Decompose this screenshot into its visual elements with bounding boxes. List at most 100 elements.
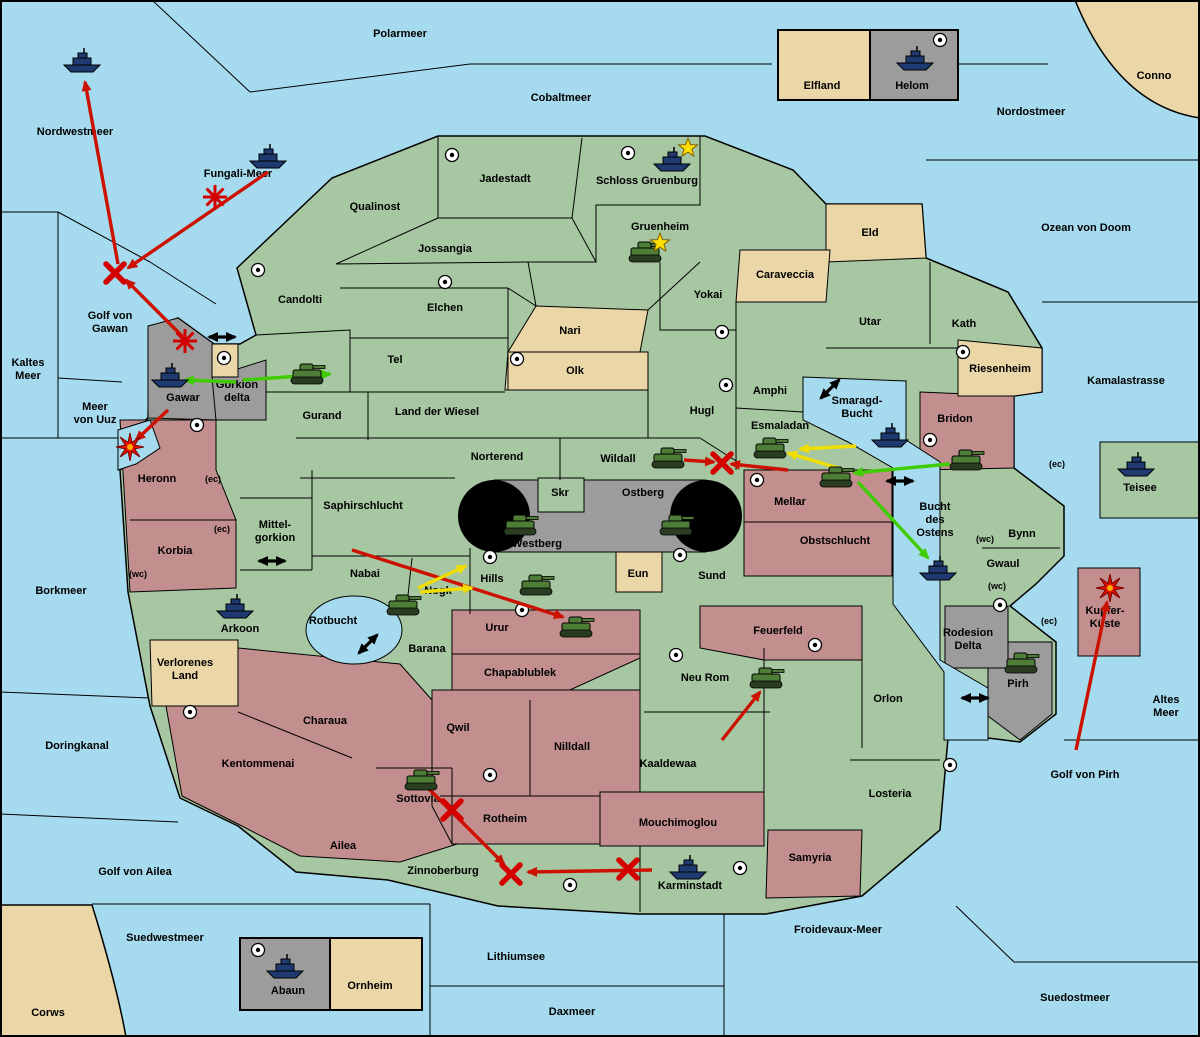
tank-icon[interactable] — [819, 466, 855, 488]
red-move-arrow — [720, 690, 762, 742]
tank-barrel — [840, 468, 855, 472]
ship-icon[interactable] — [1116, 452, 1156, 477]
conflict-burst-icon — [173, 329, 197, 353]
region-label-bridon: Bridon — [937, 413, 973, 425]
ship-icon[interactable] — [668, 855, 708, 880]
region-label-rotheim: Rotheim — [483, 813, 527, 825]
explosion-core — [127, 444, 133, 450]
ship-icon[interactable] — [215, 594, 255, 619]
battle-x-marker — [499, 862, 523, 886]
region-border — [507, 287, 537, 307]
tank-barrel — [540, 576, 555, 580]
region-label-westberg: Westberg — [512, 538, 562, 550]
ship-icon[interactable] — [150, 363, 190, 388]
region-label-qualinost: Qualinost — [350, 201, 401, 213]
ship-icon[interactable] — [248, 144, 288, 169]
burst-stroke — [205, 187, 225, 207]
sea-label-doringkanal: Doringkanal — [45, 740, 109, 752]
units-layer — [62, 46, 1156, 979]
region-label-samyria: Samyria — [789, 852, 833, 864]
tank-icon[interactable] — [503, 514, 539, 536]
region-eld[interactable] — [825, 203, 927, 263]
sea-zone-border — [151, 0, 251, 93]
bay-smaragd-bucht-bucht-des-ostens[interactable] — [802, 376, 989, 741]
red-move-arrow — [124, 278, 185, 339]
region-label-wildall: Wildall — [600, 453, 635, 465]
region-label-orlon: Orlon — [873, 693, 903, 705]
ship-icon[interactable] — [895, 46, 935, 71]
ship-icon[interactable] — [652, 147, 692, 172]
coast-tag-wc: (wc) — [129, 569, 147, 579]
ship-icon[interactable] — [265, 954, 305, 979]
yellow-move-arrow — [798, 443, 857, 454]
tank-icon[interactable] — [651, 447, 687, 469]
sea-zone-border — [57, 377, 123, 383]
region-label-urur: Urur — [485, 622, 509, 634]
tank-icon[interactable] — [949, 449, 985, 471]
region-caraveccia[interactable] — [735, 249, 831, 303]
supply-center-dot — [567, 882, 573, 888]
region-label-hugl: Hugl — [690, 405, 714, 417]
supply-center-icon — [482, 767, 498, 783]
tank-icon[interactable] — [519, 574, 555, 596]
region-mouchimoglou[interactable] — [599, 791, 765, 847]
supply-center-dot — [519, 607, 525, 613]
region-kupfer-k-ste[interactable] — [1077, 567, 1141, 657]
sea-label-line: Golf von — [88, 310, 133, 322]
sea-label-golf-von-ailea: Golf von Ailea — [98, 866, 172, 878]
ship-icon[interactable] — [918, 556, 958, 581]
tank-icon[interactable] — [386, 594, 422, 616]
ship-icon[interactable] — [62, 48, 102, 73]
bay-meer-von-uuz-notch[interactable] — [117, 419, 161, 471]
region-mellar-obstschlucht[interactable] — [743, 469, 893, 577]
tank-icon[interactable] — [290, 363, 326, 385]
region-label-karminstadt: Karminstadt — [658, 880, 723, 892]
green-move-arrow — [183, 375, 237, 386]
victory-star-icon — [649, 231, 671, 253]
supply-center-icon — [668, 647, 684, 663]
region-skr[interactable] — [537, 477, 585, 513]
region-label-elfland: Elfland — [804, 80, 841, 92]
ship-icon[interactable] — [870, 423, 910, 448]
battle-x-marker — [616, 857, 640, 881]
tank-icon[interactable] — [1004, 652, 1040, 674]
standoff-line — [357, 633, 379, 655]
tank-icon[interactable] — [404, 769, 440, 791]
ship-deck — [880, 432, 900, 441]
region-label-line: Mittel- — [259, 519, 292, 531]
sea-label-suedwestmeer: Suedwestmeer — [126, 932, 204, 944]
tank-tracks — [659, 527, 693, 536]
tank-icon[interactable] — [753, 437, 789, 459]
region-samyria[interactable] — [765, 829, 863, 899]
supply-center-icon — [922, 432, 938, 448]
region-label-arkoon: Arkoon — [221, 623, 260, 635]
legend-box-right[interactable] — [329, 937, 423, 1011]
tank-tracks — [559, 629, 593, 638]
supply-center-dot — [487, 772, 493, 778]
bay-rotbucht[interactable] — [305, 595, 403, 665]
tank-icon[interactable] — [559, 616, 595, 638]
ship-deck — [258, 153, 278, 162]
tank-icon[interactable] — [659, 514, 695, 536]
supply-center-dot — [723, 382, 729, 388]
ship-hull — [918, 572, 958, 581]
region-label-rotbucht: Rotbucht — [309, 615, 358, 627]
region-verlorenes-land[interactable] — [149, 639, 239, 707]
region-label-line: Verlorenes — [157, 657, 213, 669]
region-label-line: Küste — [1090, 618, 1121, 630]
burst-stroke — [175, 331, 195, 351]
tank-tracks — [949, 462, 983, 471]
region-label-norterend: Norterend — [471, 451, 524, 463]
explosion-icon — [1095, 573, 1125, 603]
supply-center-dot — [187, 709, 193, 715]
region-urur-chapablublek[interactable] — [451, 609, 641, 701]
region-charaua-kentommenai-ailea[interactable] — [165, 647, 471, 863]
supply-center-dot — [812, 642, 818, 648]
region-teisee[interactable] — [1099, 441, 1200, 519]
region-label-line: delta — [224, 392, 251, 404]
tank-icon[interactable] — [749, 667, 785, 689]
yellow-move-arrow — [786, 450, 839, 470]
region-riesenheim[interactable] — [957, 339, 1043, 397]
supply-center-dot — [194, 422, 200, 428]
